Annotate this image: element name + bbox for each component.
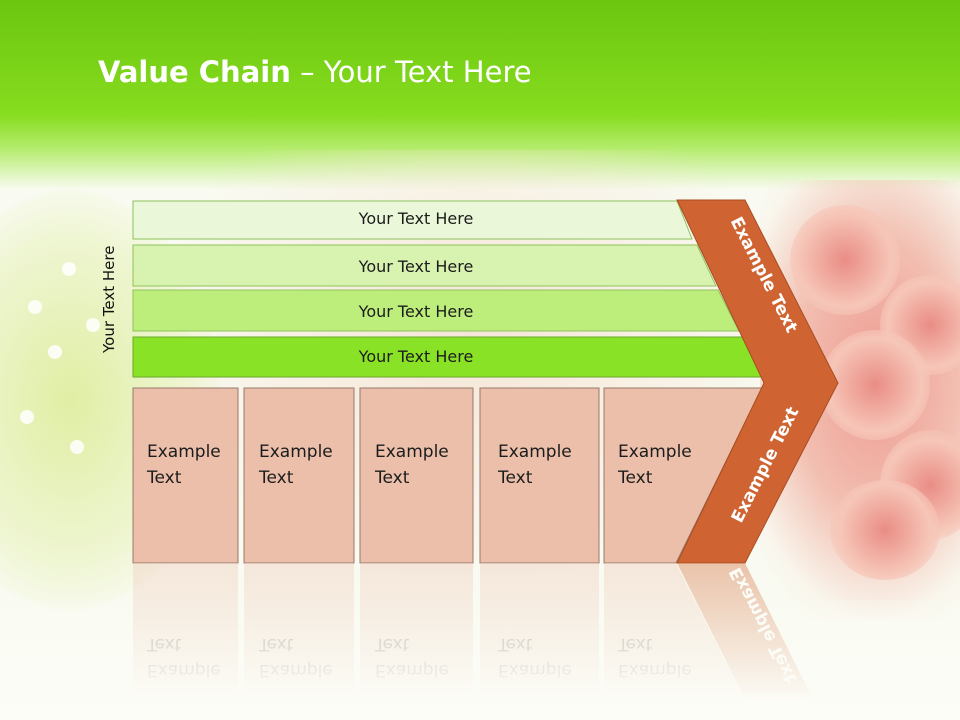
box-1-line-1: Example	[147, 442, 221, 462]
bar-3-label: Your Text Here	[358, 302, 474, 321]
diagram-reflection: Example Text Example Text Example Text Exam…	[0, 563, 960, 703]
reflection-box-1-line-1: Example	[147, 660, 221, 680]
reflection-box-3-line-1: Example	[375, 660, 449, 680]
box-2-line-2: Text	[259, 468, 294, 488]
reflection-box-4-label: Example Text	[498, 631, 572, 683]
reflection-box-3	[360, 563, 473, 703]
polka-dot	[62, 262, 76, 276]
reflection-box-2	[244, 563, 354, 703]
bar-1	[132, 200, 693, 240]
box-4	[479, 387, 600, 564]
reflection-shapes	[133, 563, 815, 703]
reflection-box-2-line-1: Example	[259, 660, 333, 680]
reflection-box-3-label: Example Text	[375, 631, 449, 683]
box-2	[243, 387, 355, 564]
reflection-box-1	[133, 563, 238, 703]
box-4-line-1: Example	[498, 442, 572, 462]
polka-dot	[28, 300, 42, 314]
box-3-line-2: Text	[375, 468, 410, 488]
box-3-line-1: Example	[375, 442, 449, 462]
bar-4-label: Your Text Here	[358, 347, 474, 366]
reflection-box-1-label: Example Text	[147, 631, 221, 683]
rose	[830, 480, 940, 580]
box-4-line-2: Text	[498, 468, 533, 488]
polka-dot	[20, 410, 34, 424]
bar-2	[132, 244, 717, 287]
polka-dot	[48, 345, 62, 359]
polka-dot	[86, 318, 100, 332]
reflection-box-4	[480, 563, 599, 703]
reflection-box-5-line-1: Example	[618, 660, 692, 680]
reflection-box-2-line-2: Text	[259, 634, 294, 654]
reflection-box-5	[604, 563, 746, 703]
reflection-box-5-label: Example Text	[618, 631, 692, 683]
bar-1-label: Your Text Here	[358, 209, 474, 228]
box-2-line-1: Example	[259, 442, 333, 462]
title-rest: – Your Text Here	[290, 55, 532, 89]
reflection-box-4-line-2: Text	[498, 634, 533, 654]
box-1	[132, 387, 239, 564]
rose	[790, 205, 900, 315]
bar-2-label: Your Text Here	[358, 257, 474, 276]
box-3	[359, 387, 474, 564]
rose	[820, 330, 930, 440]
reflection-box-5-line-2: Text	[618, 634, 653, 654]
reflection-chevron	[677, 563, 815, 703]
reflection-box-4-line-1: Example	[498, 660, 572, 680]
reflection-box-1-line-2: Text	[147, 634, 182, 654]
box-5-line-1: Example	[618, 442, 692, 462]
box-1-line-2: Text	[147, 468, 182, 488]
reflection-box-2-label: Example Text	[259, 631, 333, 683]
box-5-line-2: Text	[618, 468, 653, 488]
reflection-box-3-line-2: Text	[375, 634, 410, 654]
title-bold: Value Chain	[98, 55, 291, 89]
polka-dot	[70, 440, 84, 454]
slide-title: Value Chain – Your Text Here	[98, 55, 532, 89]
